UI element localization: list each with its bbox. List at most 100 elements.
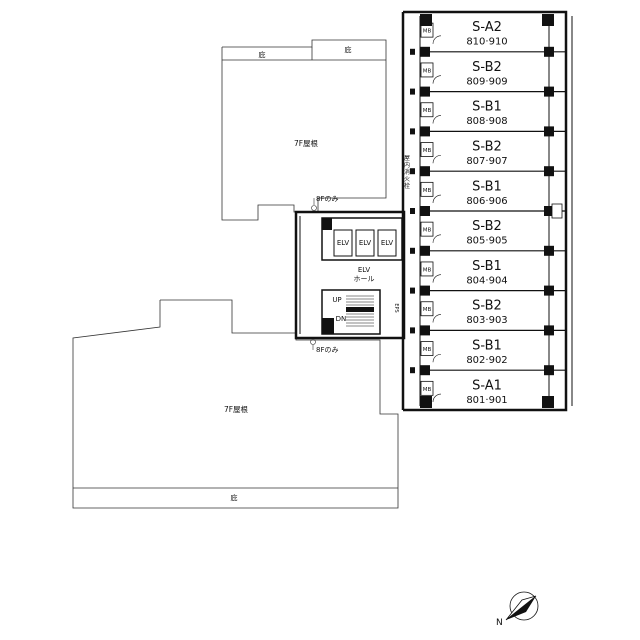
door-swing [432,234,442,243]
door-swing [432,314,442,323]
elevator-1-label: ELV [337,239,350,247]
corridor-marker [410,128,415,135]
mb-label: MB [423,148,432,154]
structural-column [420,396,432,408]
structural-column [544,206,554,216]
mb-label: MB [423,228,432,234]
unit-number: 806·906 [466,196,507,207]
structural-column [544,166,554,177]
structural-column [544,325,554,336]
elevator-3-label: ELV [381,239,394,247]
unit-number: 810·910 [466,37,507,48]
door-swing [432,353,442,363]
mb-label: MB [423,347,432,353]
corridor-marker [410,168,415,175]
stair-up-label: UP [332,296,341,304]
mb-closet [420,261,434,277]
door-swing [432,154,442,164]
corridor-marker [410,327,415,334]
structural-column [544,285,554,296]
structural-column [542,396,554,408]
upper-roof [221,39,387,221]
unit-number: 809·909 [466,76,507,87]
note-8f-markers [310,198,317,350]
structural-column [544,365,554,376]
corridor-marker [410,88,415,95]
door-swing [432,274,442,283]
mb-label: MB [423,108,432,114]
mb-label: MB [423,307,432,313]
structural-column [420,325,430,336]
door-swing [432,35,442,44]
structural-column [544,86,554,97]
compass-icon [505,591,539,621]
mb-closet [420,62,434,78]
unit-name: S-B1 [472,100,502,115]
structural-column [542,14,554,26]
unit-number: 804·904 [466,275,507,286]
door-swing [432,393,442,403]
unit-name: S-B1 [472,259,502,274]
structural-column [420,245,430,256]
unit-name: S-B2 [472,299,502,314]
mb-label: MB [423,29,432,35]
corridor-marker [410,208,415,214]
mb-label: MB [423,68,432,74]
eave-label-upper-right: 庇 [345,45,352,54]
lower-roof [72,299,399,509]
unit-name: S-A1 [472,378,502,393]
core-column-lower [322,318,334,334]
mb-closet [420,380,434,396]
door-swing [432,115,442,124]
unit-number: 805·905 [466,236,507,247]
shaft-label: EPS [393,303,399,312]
mb-closet [420,341,434,356]
elv-hall-label-line2: ホール [354,275,375,283]
unit-name: S-B2 [472,219,502,234]
mb-label: MB [423,387,432,393]
mb-closet [420,102,434,118]
unit-number: 803·903 [466,315,507,326]
roof-label-upper: 7F屋根 [294,138,319,148]
elv-hall-label-line1: ELV [358,266,371,274]
core-column-upper [322,218,332,230]
note-8f-lower: 8Fのみ [316,346,338,354]
mb-closet [420,142,434,157]
corridor-marker [410,247,415,254]
unit-name: S-B2 [472,140,502,155]
unit-number: 801·901 [466,395,507,406]
roof-label-lower: 7F屋根 [224,404,249,414]
unit-number: 807·907 [466,156,507,167]
mb-label: MB [423,188,432,194]
eave-label-upper-left: 庇 [259,50,266,59]
corridor-marker [410,367,415,374]
stair-treads [346,295,374,327]
fire-hydrant-label: 屋内消火栓 [404,155,410,190]
mb-closet [420,181,434,197]
structural-column [420,86,430,97]
corridor-marker [410,287,415,294]
door-swing [432,75,442,84]
unit-name: S-B2 [472,60,502,75]
elevator-2-label: ELV [359,239,372,247]
structural-column [420,14,432,26]
stair-landing [346,307,374,312]
structural-column [420,46,430,57]
structural-column [420,206,430,216]
note-8f-upper: 8Fのみ [316,195,338,203]
mb-label: MB [423,267,432,273]
structural-column [544,245,554,256]
stair-down-label: DN [336,315,347,323]
unit-name: S-B1 [472,339,502,354]
corridor-marker [410,48,415,55]
elevator-cars [333,229,397,257]
exterior-fixture [551,203,563,219]
mb-closet [420,301,434,317]
unit-name: S-B1 [472,179,502,194]
structural-column [420,166,430,177]
structural-column [544,126,554,137]
unit-number: 802·902 [466,355,507,366]
structural-column [544,46,554,57]
